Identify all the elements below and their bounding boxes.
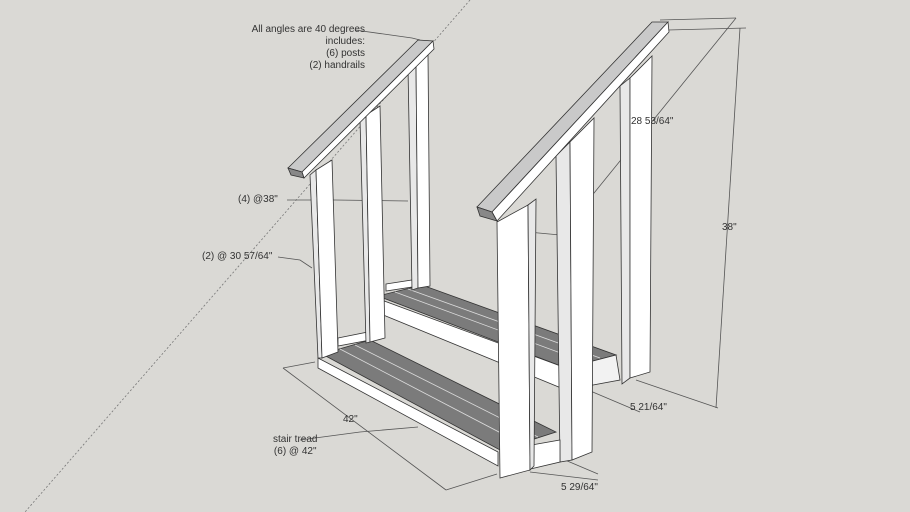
handrail bbox=[287, 167, 305, 179]
note-includes: includes: bbox=[325, 36, 365, 47]
rail-length-label: 28 53/64" bbox=[631, 116, 674, 127]
note-angles: All angles are 40 degrees bbox=[251, 24, 365, 35]
post bbox=[315, 159, 339, 359]
tread-note: stair tread (6) @ 42" bbox=[273, 434, 317, 458]
post bbox=[365, 105, 386, 343]
depth-lower-label: 5 29/64" bbox=[561, 482, 598, 493]
post bbox=[496, 204, 531, 479]
post bbox=[527, 198, 537, 471]
post bbox=[415, 54, 431, 289]
width-label: 42" bbox=[343, 414, 358, 425]
post bbox=[569, 117, 595, 461]
posts-long-label: (2) @ 30 57/64" bbox=[202, 251, 273, 262]
post bbox=[619, 77, 631, 385]
handrail bbox=[476, 206, 498, 222]
post bbox=[555, 141, 573, 463]
depth-upper-label: 5 21/64" bbox=[630, 402, 667, 413]
tread-label: stair tread bbox=[273, 434, 318, 445]
post bbox=[629, 55, 653, 379]
tread-count: (6) @ 42" bbox=[273, 446, 317, 457]
note-block: All angles are 40 degrees includes: (6) … bbox=[252, 24, 365, 72]
posts-short-label: (4) @38" bbox=[238, 194, 278, 205]
note-handrails: (2) handrails bbox=[309, 60, 365, 71]
handrails bbox=[287, 21, 670, 222]
posts bbox=[309, 54, 653, 479]
height-label: 38" bbox=[722, 222, 737, 233]
note-posts: (6) posts bbox=[326, 48, 365, 59]
